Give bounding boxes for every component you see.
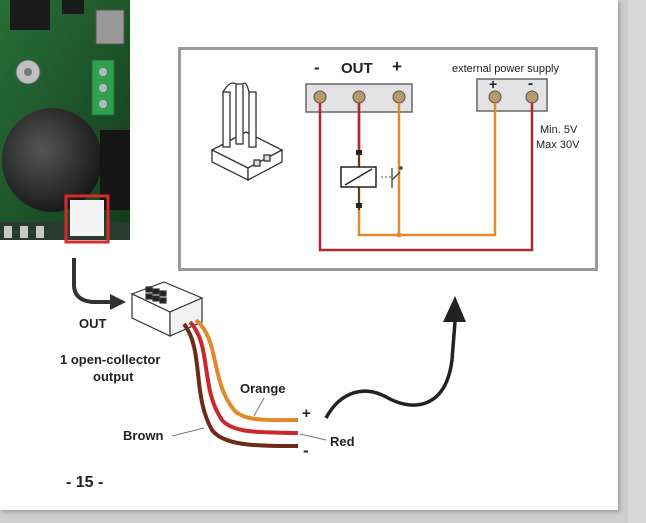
- diagram-wire-red: [318, 103, 534, 252]
- ext-minus-label: -: [528, 75, 533, 92]
- wire-orange-label: Orange: [240, 381, 286, 396]
- wire-red-label: Red: [330, 434, 355, 449]
- terminal-plus-label: +: [392, 57, 402, 76]
- terminal-plus-screw: [392, 90, 406, 104]
- pcb-to-connector-arrow: [72, 258, 112, 304]
- scrollbar-track[interactable]: [628, 0, 646, 523]
- terminal-minus-label: -: [314, 58, 320, 77]
- ext-plus-screw: [488, 90, 502, 104]
- connector-desc-line2: output: [93, 369, 134, 384]
- connector-out-label: OUT: [79, 316, 107, 331]
- ext-plus-label: +: [489, 76, 498, 92]
- ext-minus-screw: [525, 90, 539, 104]
- diagram-wire-orange: [397, 103, 497, 237]
- terminal-out-label: OUT: [341, 60, 373, 77]
- cable-red: [188, 320, 299, 435]
- terminal-minus-screw: [313, 90, 327, 104]
- ext-supply-label: external power supply: [452, 63, 560, 75]
- cable-orange: [194, 318, 299, 423]
- connector-illustration: [130, 281, 204, 337]
- connector-desc-line1: 1 open-collector: [60, 352, 161, 367]
- page-number: - 15 -: [66, 474, 104, 491]
- voltage-max-label: Max 30V: [536, 139, 580, 151]
- ext-supply-block: [476, 78, 548, 112]
- terminal-out-screw: [352, 90, 366, 104]
- wire-plus-label: +: [302, 405, 311, 422]
- pin-header-illustration: [210, 82, 284, 182]
- cable-brown: [182, 322, 299, 448]
- connector-to-diagram-arrow: [324, 321, 457, 419]
- pcb-photo: [0, 0, 130, 244]
- wire-minus-label: -: [303, 441, 309, 460]
- wire-brown-label: Brown: [123, 428, 164, 443]
- voltage-min-label: Min. 5V: [540, 124, 578, 136]
